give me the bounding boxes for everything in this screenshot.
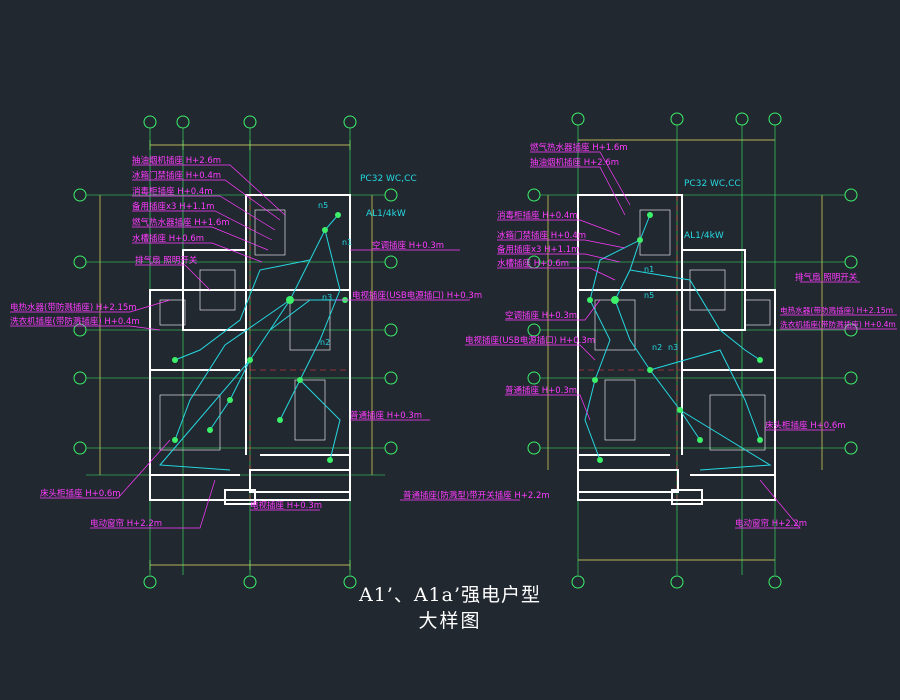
right-annot-0: 燃气热水器插座 H+1.6m xyxy=(530,142,628,153)
drawing-subtitle: 大样图 xyxy=(418,610,482,632)
right-floor-plan: PC32 WC,CC AL1/4kW n1 n5 n2 n3 燃气热水器插座 H… xyxy=(465,112,897,589)
left-box-label: AL1/4kW xyxy=(366,209,406,219)
left-annot-13: 电视插座 H+0.3m xyxy=(250,500,322,511)
left-leaders xyxy=(10,164,520,529)
left-node-n3: n3 xyxy=(322,293,332,302)
left-floor-plan: PC32 WC,CC AL1/4kW n5 n1 n2 n3 抽油烟机插座 H+… xyxy=(10,115,550,589)
right-annot-5: 水槽插座 H+0.6m xyxy=(497,258,569,269)
left-annot-11: 普通插座 H+0.3m xyxy=(350,410,422,421)
right-axis-bubbles xyxy=(527,112,858,589)
right-annot-11: 普通插座 H+0.3m xyxy=(505,385,577,396)
right-grid-axes xyxy=(540,125,845,575)
left-node-n2: n2 xyxy=(320,338,330,347)
right-annot-12: 床头柜插座 H+0.6m xyxy=(765,420,846,431)
right-box-label: AL1/4kW xyxy=(684,231,724,241)
left-node-n5: n5 xyxy=(318,201,328,210)
left-annot-2: 消毒柜插座 H+0.4m xyxy=(132,186,213,197)
left-furniture xyxy=(159,209,331,451)
right-annot-7: 电热水器(带防溅插座) H+2.15m xyxy=(780,305,893,315)
left-annot-15: 普通插座(防溅型)带开关插座 H+2.2m xyxy=(403,490,550,501)
left-walls xyxy=(149,194,351,505)
left-panel-label: PC32 WC,CC xyxy=(360,174,417,184)
left-devices xyxy=(172,212,348,463)
left-annot-7: 电热水器(带防溅插座) H+2.15m xyxy=(10,302,137,313)
right-annot-6: 排气扇 照明开关 xyxy=(795,272,858,283)
right-devices xyxy=(587,212,763,463)
right-node-n2: n2 xyxy=(652,343,662,352)
left-annot-0: 抽油烟机插座 H+2.6m xyxy=(132,155,221,166)
right-node-n1: n1 xyxy=(644,265,654,274)
left-labels: PC32 WC,CC AL1/4kW n5 n1 n2 n3 抽油烟机插座 H+… xyxy=(10,155,550,529)
left-wiring xyxy=(158,214,345,471)
left-annot-4: 燃气热水器插座 H+1.6m xyxy=(132,217,230,228)
right-node-n3: n3 xyxy=(668,343,678,352)
right-labels: PC32 WC,CC AL1/4kW n1 n5 n2 n3 燃气热水器插座 H… xyxy=(465,142,896,529)
left-annot-10: 电视插座(USB电源插口) H+0.3m xyxy=(352,290,482,301)
right-annot-3: 冰箱门禁插座 H+0.4m xyxy=(497,230,586,241)
right-annot-10: 电视插座(USB电源插口) H+0.3m xyxy=(465,335,595,346)
left-annot-12: 床头柜插座 H+0.6m xyxy=(40,488,121,499)
right-panel-label: PC32 WC,CC xyxy=(684,179,741,189)
right-dimension-lines xyxy=(547,139,823,561)
left-annot-1: 冰箱门禁插座 H+0.4m xyxy=(132,170,221,181)
right-annot-13: 电动窗帘 H+2.2m xyxy=(735,518,807,529)
left-annot-6: 排气扇 照明开关 xyxy=(135,255,198,266)
left-annot-8: 洗衣机插座(带防溅插座) H+0.4m xyxy=(10,316,140,327)
left-node-n1: n1 xyxy=(342,238,352,247)
right-annot-1: 抽油烟机插座 H+2.6m xyxy=(530,157,619,168)
left-annot-3: 备用插座x3 H+1.1m xyxy=(132,201,214,212)
drawing-title: A1’、A1a’强电户型 xyxy=(358,584,542,606)
right-annot-2: 消毒柜插座 H+0.4m xyxy=(497,210,578,221)
right-annot-9: 空调插座 H+0.3m xyxy=(505,310,577,321)
left-annot-14: 电动窗帘 H+2.2m xyxy=(90,518,162,529)
right-furniture xyxy=(594,209,771,451)
right-node-n5: n5 xyxy=(644,291,654,300)
left-axis-bubbles xyxy=(73,115,398,589)
right-annot-8: 洗衣机插座(带防溅插座) H+0.4m xyxy=(780,319,896,329)
right-annot-4: 备用插座x3 H+1.1m xyxy=(497,244,579,255)
left-annot-5: 水槽插座 H+0.6m xyxy=(132,233,204,244)
right-leaders xyxy=(465,151,897,529)
left-annot-9: 空调插座 H+0.3m xyxy=(372,240,444,251)
